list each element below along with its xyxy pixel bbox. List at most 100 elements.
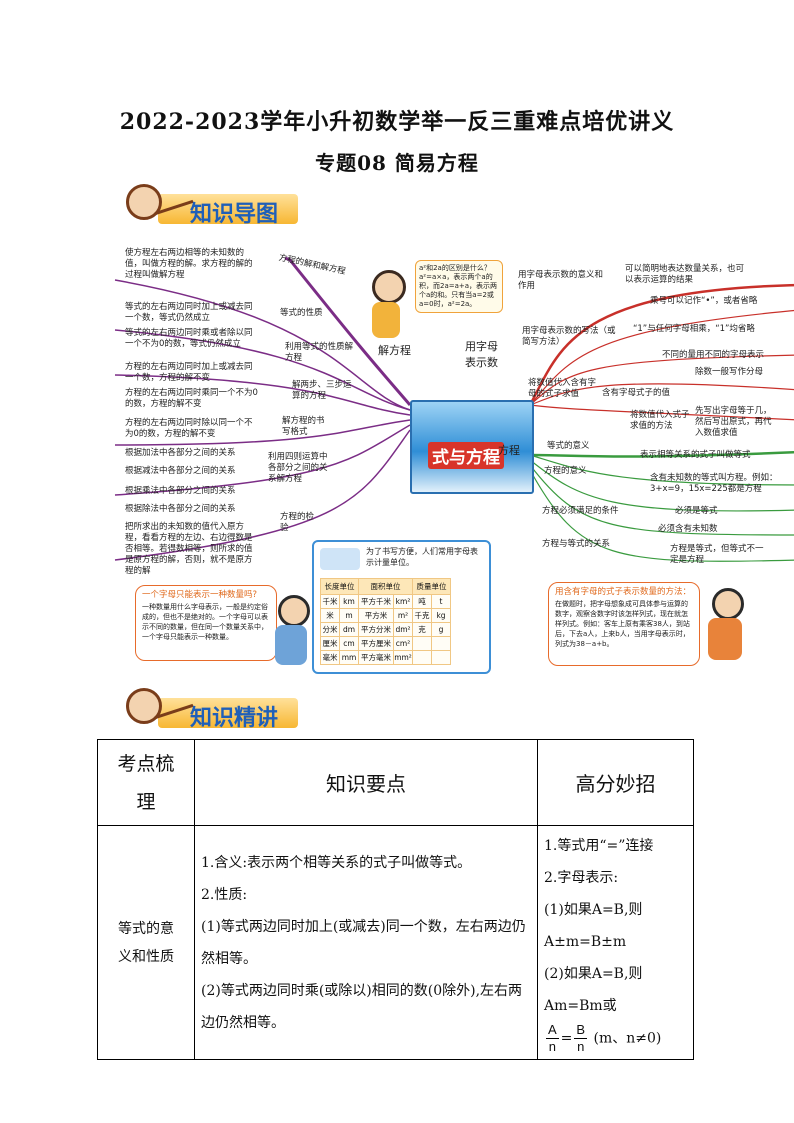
check-topic: 方程的检验 <box>280 512 320 534</box>
unit-title: 为了书写方便，人们常用字母表示计量单位。 <box>366 546 484 568</box>
method-callout: 用含有字母的式子表示数量的方法： 在做题时，把字母想象成可具体参与运算的数字，观… <box>548 582 700 666</box>
left-note-3: 等式的左右两边同时乘或者除以同一个不为0的数，等式仍然成立 <box>125 328 260 350</box>
check-note: 把所求出的未知数的值代入原方程，看看方程的左边、右边得数是否相等。若得数相等，则… <box>125 522 260 577</box>
unit-cell: mm <box>340 651 359 665</box>
unit-header-area: 面积单位 <box>359 579 413 595</box>
unit-cell <box>432 651 451 665</box>
banner-knowledge-label: 知识精讲 <box>190 700 278 732</box>
letters-note-2a: 乘号可以记作“•”，或者省略 <box>650 296 757 307</box>
girl-bubble: a²和2a的区别是什么？ a²=a×a，表示两个a的积，而2a=a+a，表示两个… <box>415 260 503 313</box>
boy-callout: 一个字母只能表示一种数量吗? 一种数量用什么字母表示，一般是约定俗成的，但也不是… <box>135 585 277 661</box>
eq-topic-1: 等式的意义 <box>547 441 590 452</box>
unit-cell: 米 <box>321 609 340 623</box>
eq-topic-2: 方程的意义 <box>544 466 587 477</box>
left-note-6: 方程的左右两边同时除以同一个不为0的数，方程的解不变 <box>125 418 260 440</box>
unit-cell <box>432 637 451 651</box>
tip-1: 1.等式用“=”连接 <box>544 830 687 862</box>
eq-note-3b: 必须含有未知数 <box>658 524 718 535</box>
relation-2: 根据减法中各部分之间的关系 <box>125 466 236 477</box>
left-topic-7: 解方程的书写格式 <box>282 416 332 438</box>
point-2: 2.性质: <box>201 879 531 911</box>
tip-2: 2.字母表示: <box>544 862 687 894</box>
worker-icon <box>712 588 744 620</box>
unit-cell: 平方分米 <box>359 623 394 637</box>
girl-icon <box>372 270 406 304</box>
letters-topic-1: 用字母表示数的意义和作用 <box>518 270 608 292</box>
header-tips: 高分妙招 <box>538 740 694 826</box>
method-callout-title: 用含有字母的式子表示数量的方法： <box>555 587 691 598</box>
unit-cell: mm² <box>394 651 413 665</box>
left-note-2: 等式的左右两边同时加上或减去同一个数，等式仍然成立 <box>125 302 260 324</box>
unit-cell: 分米 <box>321 623 340 637</box>
branch-letters: 用字母表示数 <box>465 338 505 370</box>
unit-cell: 平方毫米 <box>359 651 394 665</box>
banner-mindmap-label: 知识导图 <box>190 196 278 228</box>
unit-cell: 千克 <box>413 609 432 623</box>
letters-topic-2: 用字母表示数的写法（或简写方法） <box>522 326 622 348</box>
point-4: (2)等式两边同时乘(或除以)相同的数(0除外),左右两边仍然相等。 <box>201 975 531 1039</box>
unit-cell: dm² <box>394 623 413 637</box>
letters-method: 先写出字母等于几，然后写出原式，再代入数值求值 <box>695 406 775 439</box>
unit-cell: 吨 <box>413 595 432 609</box>
worker-body <box>708 618 742 660</box>
mind-map: 式与方程 解方程 用字母表示数 方程 使方程左右两边相等的未知数的值，叫做方程的… <box>110 230 794 670</box>
unit-cell: cm² <box>394 637 413 651</box>
frac-num: A <box>546 1022 559 1039</box>
table-row: 等式的意义和性质 1.含义:表示两个相等关系的式子叫做等式。 2.性质: (1)… <box>98 826 694 1060</box>
row-topic: 等式的意义和性质 <box>98 826 195 1060</box>
unit-cell: cm <box>340 637 359 651</box>
frac-den: n <box>574 1039 587 1055</box>
page-subtitle: 专题08 简易方程 <box>0 147 794 176</box>
unit-cell: 平方米 <box>359 609 394 623</box>
banner-knowledge: 知识精讲 <box>120 684 300 732</box>
boy-callout-title: 一个字母只能表示一种数量吗? <box>142 590 257 601</box>
eq-topic-3: 方程必须满足的条件 <box>542 506 619 517</box>
left-topic-2: 等式的性质 <box>280 308 323 319</box>
left-note-5: 方程的左右两边同时乘同一个不为0的数，方程的解不变 <box>125 388 260 410</box>
tip-4: (2)如果A=B,则Am=Bm或 <box>544 958 687 1022</box>
unit-cell: 平方千米 <box>359 595 394 609</box>
girl-body <box>372 302 400 338</box>
eq-note-4: 方程是等式，但等式不一定是方程 <box>670 544 770 566</box>
unit-header-mass: 质量单位 <box>413 579 451 595</box>
left-topic-4: 利用等式的性质解方程 <box>285 342 355 364</box>
branch-equation: 方程 <box>498 442 520 458</box>
point-1: 1.含义:表示两个相等关系的式子叫做等式。 <box>201 847 531 879</box>
branch-solve: 解方程 <box>378 342 411 358</box>
point-3: (1)等式两边同时加上(或减去)同一个数，左右两边仍然相等。 <box>201 911 531 975</box>
header-topic: 考点梳理 <box>98 740 195 826</box>
relation-3: 根据乘法中各部分之间的关系 <box>125 486 236 497</box>
boy-body <box>275 625 307 665</box>
row-tips: 1.等式用“=”连接 2.字母表示: (1)如果A=B,则A±m=B±m (2)… <box>538 826 694 1060</box>
row-points: 1.含义:表示两个相等关系的式子叫做等式。 2.性质: (1)等式两边同时加上(… <box>195 826 538 1060</box>
frac-condition: (m、n≠0) <box>594 1031 662 1047</box>
relation-1: 根据加法中各部分之间的关系 <box>125 448 236 459</box>
unit-cell: 千米 <box>321 595 340 609</box>
unit-cell: t <box>432 595 451 609</box>
boy-callout-text: 一种数量用什么字母表示，一般是约定俗成的，但也不是绝对的。一个字母可以表示不同的… <box>142 602 270 642</box>
header-points: 知识要点 <box>195 740 538 826</box>
eq-note-1: 表示相等关系的式子叫做等式 <box>640 450 751 461</box>
left-note-1: 使方程左右两边相等的未知数的值，叫做方程的解。求方程的解的过程叫做解方程 <box>125 248 260 281</box>
frac-num: B <box>574 1022 587 1039</box>
unit-cell: g <box>432 623 451 637</box>
unit-cell: km² <box>394 595 413 609</box>
unit-header-length: 长度单位 <box>321 579 359 595</box>
unit-row: 厘米cm平方厘米cm² <box>321 637 451 651</box>
relation-4: 根据除法中各部分之间的关系 <box>125 504 236 515</box>
relations-topic: 利用四则运算中各部分之间的关系解方程 <box>268 452 330 485</box>
letters-topic-3: 将数值代入含有字母的式子求值 <box>528 378 598 400</box>
unit-cell: 厘米 <box>321 637 340 651</box>
unit-cell: m² <box>394 609 413 623</box>
method-callout-text: 在做题时，把字母想象成可具体参与运算的数字，观察含数字时该怎样列式，现在就怎样列… <box>555 599 693 649</box>
unit-cell: km <box>340 595 359 609</box>
letters-note-2c: 不同的量用不同的字母表示 <box>662 350 764 361</box>
letters-note-1: 可以简明地表达数量关系，也可以表示运算的结果 <box>625 264 750 286</box>
